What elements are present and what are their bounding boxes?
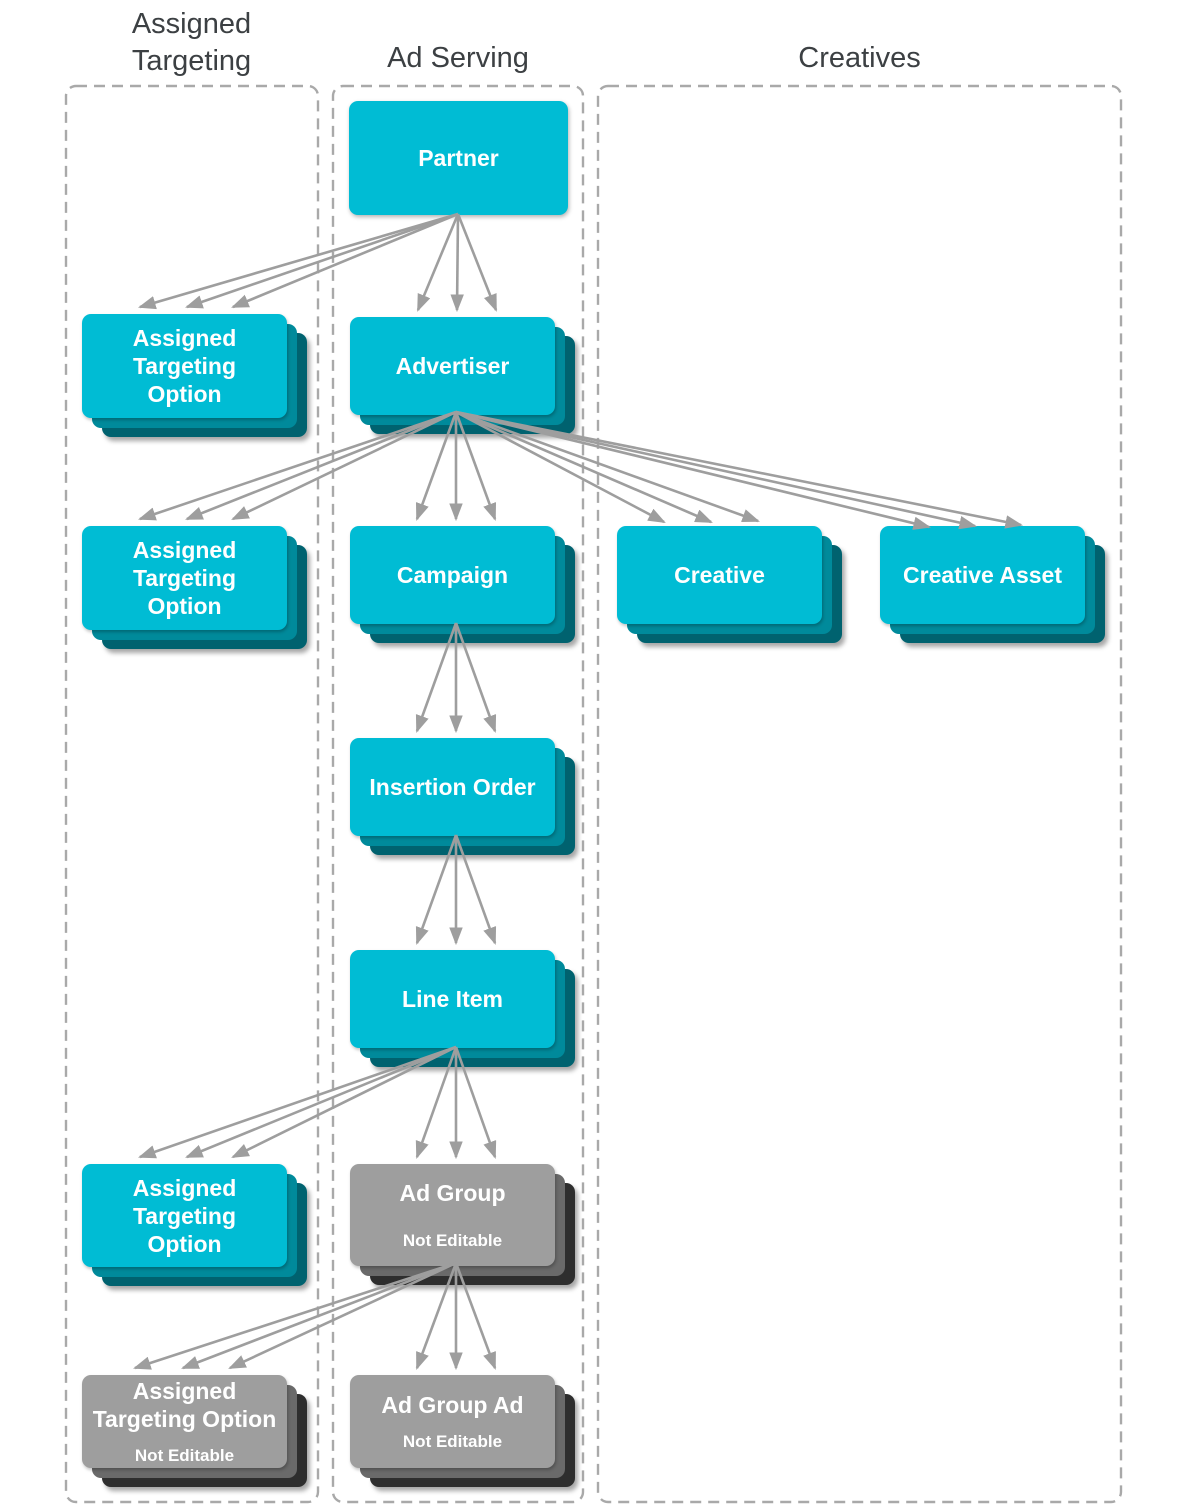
node-label: Targeting xyxy=(132,565,237,591)
node-sublabel-not-editable: Not Editable xyxy=(402,1432,503,1451)
node-partner-face: Partner xyxy=(349,101,568,215)
node-label: Assigned xyxy=(132,1378,237,1404)
node-label: Option xyxy=(147,381,222,407)
node-label: Creative Asset xyxy=(903,562,1062,588)
node-label: Assigned xyxy=(132,325,237,351)
node-sublabel-not-editable: Not Editable xyxy=(402,1231,503,1250)
node-creative: Creative xyxy=(617,526,842,643)
column-title-assigned-targeting: Assigned Targeting xyxy=(131,8,252,77)
node-label: Partner xyxy=(418,145,499,171)
node-label: Option xyxy=(147,593,222,619)
node-label: Insertion Order xyxy=(369,774,536,800)
node-partner: Partner xyxy=(349,101,568,215)
node-label: Advertiser xyxy=(395,353,510,379)
column-frame-ad-serving xyxy=(331,84,585,1504)
node-creative-asset: Creative Asset xyxy=(880,526,1105,643)
node-line-item: Line Item xyxy=(350,950,575,1067)
node-sublabel-not-editable: Not Editable xyxy=(134,1446,235,1465)
node-ad-group: Ad Group Not Editable xyxy=(350,1164,575,1285)
column-title-ad-serving: Ad Serving xyxy=(387,42,529,74)
node-label: Option xyxy=(147,1230,222,1257)
node-ad-group-ad: Ad Group Ad Not Editable xyxy=(350,1375,575,1487)
node-label: Ad Group Ad xyxy=(381,1392,524,1418)
node-label: Targeting Option xyxy=(92,1406,277,1432)
node-label: Targeting xyxy=(132,353,237,379)
node-label: Assigned xyxy=(132,537,237,563)
column-title-creatives: Creatives xyxy=(798,42,921,74)
node-label: Creative xyxy=(674,562,765,588)
column-frame-creatives xyxy=(596,84,1123,1504)
node-assigned-targeting-option-row4: Assigned Targeting Option Not Editable xyxy=(82,1375,307,1487)
node-label: Assigned xyxy=(132,1174,237,1201)
node-advertiser: Advertiser xyxy=(350,317,575,434)
node-label: Targeting xyxy=(132,1202,237,1229)
node-label: Line Item xyxy=(402,986,503,1012)
node-label: Campaign xyxy=(396,562,509,588)
node-insertion-order: Insertion Order xyxy=(350,738,575,855)
node-assigned-targeting-option-row2: Assigned Targeting Option xyxy=(82,526,307,649)
column-frame-assigned-targeting xyxy=(64,84,320,1504)
node-campaign: Campaign xyxy=(350,526,575,643)
node-assigned-targeting-option-row3: Assigned Targeting Option xyxy=(82,1164,307,1286)
node-assigned-targeting-option-row1: Assigned Targeting Option xyxy=(82,314,307,437)
node-label: Ad Group xyxy=(399,1180,506,1206)
